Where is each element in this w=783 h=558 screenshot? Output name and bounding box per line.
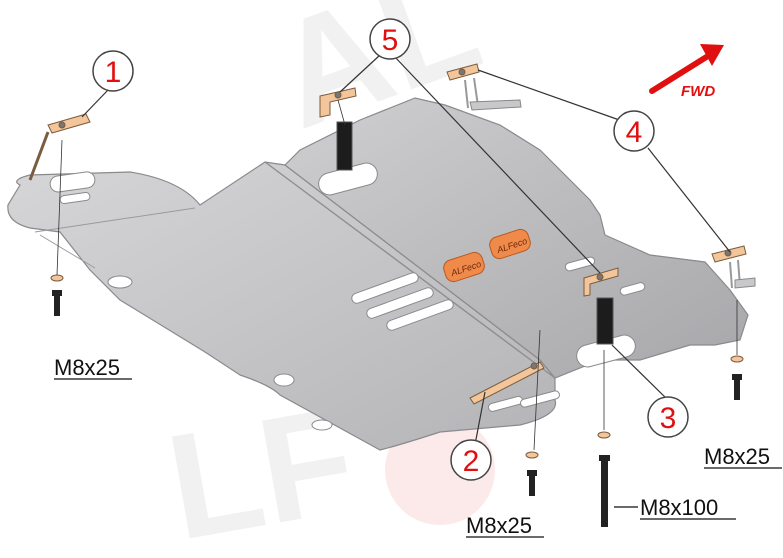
logo-pad-1: ALFeco bbox=[443, 251, 485, 283]
leader-lines bbox=[81, 54, 731, 451]
spacer-post-5 bbox=[336, 121, 353, 171]
assembly-lines bbox=[56, 99, 738, 451]
bracket-5 bbox=[319, 87, 357, 118]
bolts bbox=[50, 274, 744, 527]
bolt-center bbox=[525, 451, 539, 496]
callout-4: 4 bbox=[613, 110, 655, 152]
bracket-5b bbox=[583, 267, 619, 297]
logo-pad-2: ALFeco bbox=[489, 228, 531, 260]
plate-left-section bbox=[7, 161, 557, 451]
bolt-label-long: M8x100 bbox=[640, 495, 718, 520]
fwd-arrow-icon: FWD bbox=[649, 44, 724, 100]
bolt-right bbox=[730, 355, 744, 400]
plate-cutouts bbox=[49, 162, 646, 431]
svg-text:2: 2 bbox=[463, 445, 480, 478]
bolt-label-right: M8x25 bbox=[704, 444, 770, 469]
bracket-2 bbox=[469, 361, 545, 405]
brackets bbox=[28, 63, 756, 405]
svg-text:5: 5 bbox=[382, 24, 399, 57]
bolt-labels: M8x25 M8x25 M8x25 M8x100 bbox=[54, 355, 782, 538]
fwd-label: FWD bbox=[681, 83, 715, 100]
callout-5: 5 bbox=[369, 18, 411, 60]
svg-text:4: 4 bbox=[626, 116, 643, 149]
bracket-1 bbox=[47, 113, 91, 134]
spacer-post-3 bbox=[596, 297, 614, 345]
svg-text:1: 1 bbox=[105, 56, 122, 89]
svg-text:3: 3 bbox=[660, 402, 677, 435]
bolt-label-center: M8x25 bbox=[466, 513, 532, 538]
bolt-label-left: M8x25 bbox=[54, 355, 120, 380]
callout-1: 1 bbox=[92, 50, 134, 92]
skid-plate: ALFeco ALFeco bbox=[7, 97, 749, 451]
callout-2: 2 bbox=[450, 439, 492, 481]
bolt-left bbox=[50, 274, 64, 316]
bolt-long bbox=[597, 431, 611, 527]
callout-3: 3 bbox=[647, 396, 689, 438]
